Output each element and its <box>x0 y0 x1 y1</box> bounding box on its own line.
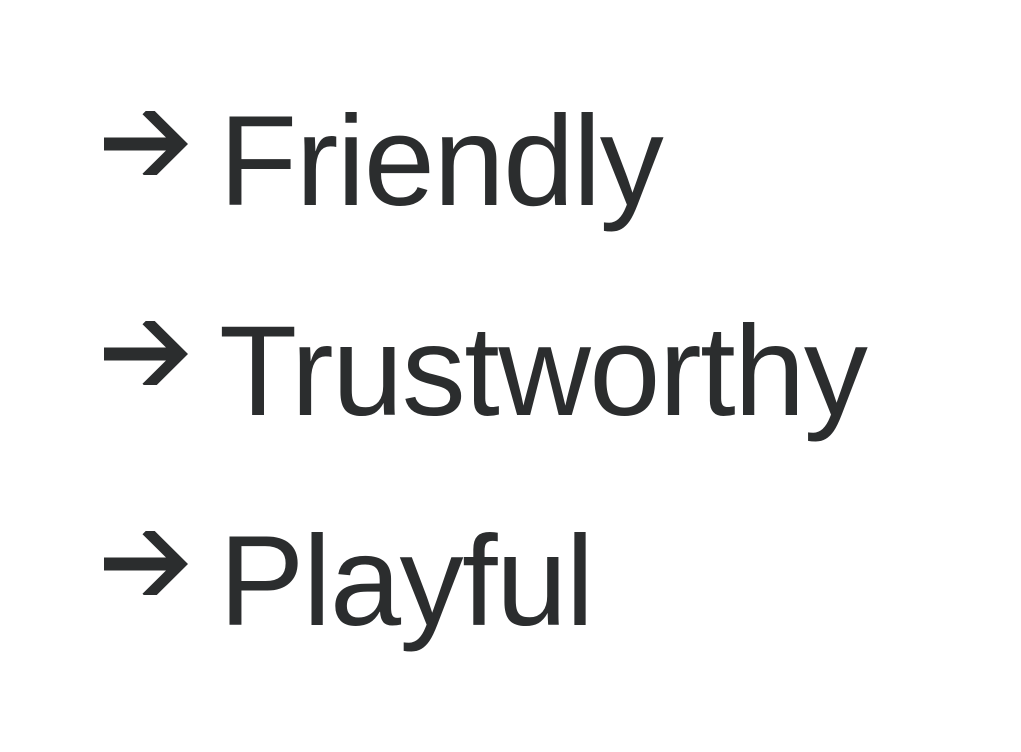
attribute-list: Friendly Trustworthy Playful <box>104 98 868 728</box>
arrow-right-icon <box>104 111 188 175</box>
list-item: Playful <box>104 518 866 728</box>
list-item-label: Friendly <box>219 90 664 233</box>
list-item-label: Playful <box>219 510 594 653</box>
arrow-right-icon <box>104 321 188 385</box>
arrow-right-icon <box>104 531 188 595</box>
list-item: Friendly <box>104 98 866 308</box>
list-item: Trustworthy <box>104 300 868 518</box>
list-item-label: Trustworthy <box>219 300 868 443</box>
